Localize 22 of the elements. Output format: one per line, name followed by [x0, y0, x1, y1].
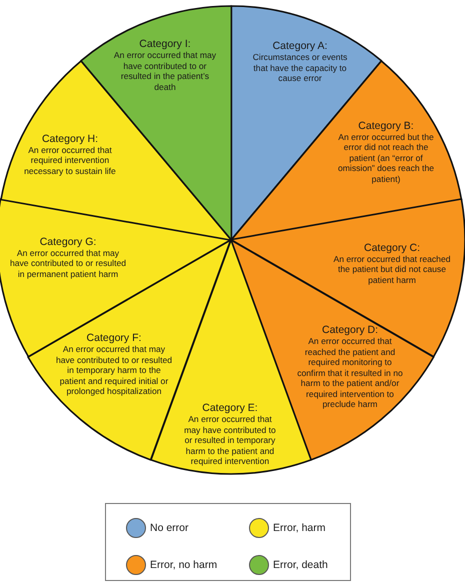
- legend-label: Error, harm: [273, 522, 326, 535]
- category-heading: Category A:: [272, 40, 328, 52]
- category-heading: Category H:: [40, 132, 99, 145]
- legend-label: No error: [150, 522, 189, 535]
- category-description: An error occurred that reached the patient and required monitoring to confirm that it resulted in no harm to the patient and/or required intervention to preclude harm: [296, 336, 404, 410]
- category-description: An error occurred that may have contributed to or resulted in permanent patient harm: [8, 248, 128, 280]
- category-heading: Category C:: [362, 242, 422, 254]
- category-heading: Category G:: [38, 236, 98, 248]
- category-heading: Category E:: [201, 402, 259, 414]
- category-description: An error occurred that required intervention necessary to sustain life: [23, 144, 117, 176]
- category-heading: Category B:: [357, 120, 415, 132]
- category-heading: Category F:: [86, 332, 142, 344]
- category-description: An error occurred that may have contributed to or resulted in the patient’s death: [112, 50, 217, 92]
- category-description: An error occurred that may have contributed to or resulted in temporary harm to the patient and required intervention: [183, 414, 277, 466]
- category-description: Circumstances or events that have the capacity to cause error: [252, 52, 348, 84]
- legend-label: Error, death: [273, 559, 328, 572]
- category-description: An error occurred that may have contributed to or resulted in temporary harm to the patient and required initial or prolonged hospitalization: [54, 344, 173, 396]
- legend-label: Error, no harm: [150, 559, 218, 572]
- category-heading: Category I:: [138, 38, 192, 50]
- category-heading: Category D:: [320, 324, 380, 336]
- category-description: An error occurred but the error did not reach the patient (an “error of omission” does reach the patient): [336, 132, 435, 184]
- category-description: An error occurred that reached the patient but did not cause patient harm: [333, 254, 451, 286]
